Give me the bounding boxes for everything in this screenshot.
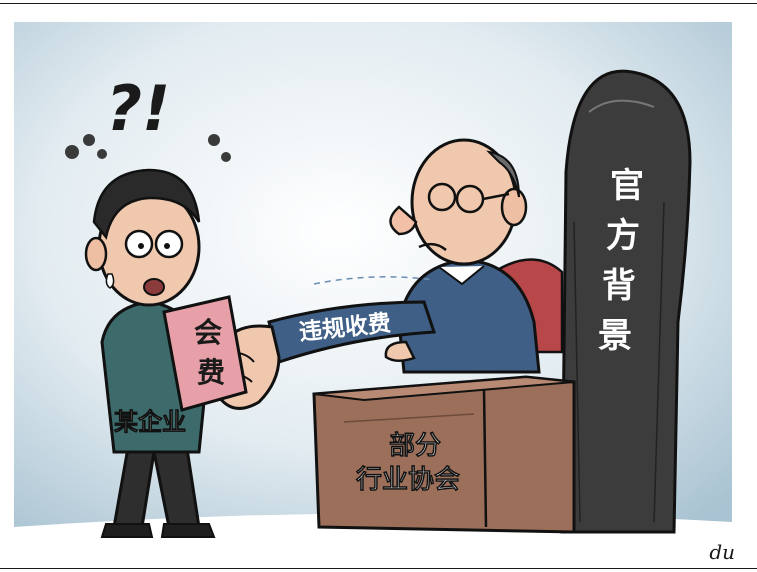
- cartoon-illustration: ?! 会 费 某企业 违规收费 部分 行业协会 官 方 背 景: [14, 22, 732, 544]
- cartoon-panel: ?! 会 费 某企业 违规收费 部分 行业协会 官 方 背 景: [14, 22, 732, 544]
- association-desk: [312, 375, 576, 534]
- chair-label-char-3: 背: [602, 266, 636, 306]
- chair-label-char-2: 方: [606, 216, 640, 256]
- chair-label: 官 方 背 景: [598, 166, 644, 356]
- artist-signature: du: [709, 540, 735, 564]
- fee-label-line1: 会: [194, 316, 222, 349]
- company-label: 某企业: [114, 408, 186, 436]
- desk-label-line1: 部分: [389, 431, 441, 461]
- bottom-rule: [0, 568, 757, 569]
- question-mark-label: ?!: [106, 72, 170, 145]
- confusion-puffs: [65, 134, 231, 162]
- top-rule: [0, 3, 757, 4]
- official-chair: [560, 69, 692, 534]
- chair-label-char-4: 景: [598, 316, 632, 356]
- fee-label-line2: 费: [197, 356, 225, 389]
- official-figure: [384, 138, 541, 374]
- fee-card: 会 费: [162, 295, 248, 412]
- chair-label-char-1: 官: [610, 166, 644, 206]
- desk-label-line2: 行业协会: [355, 464, 460, 495]
